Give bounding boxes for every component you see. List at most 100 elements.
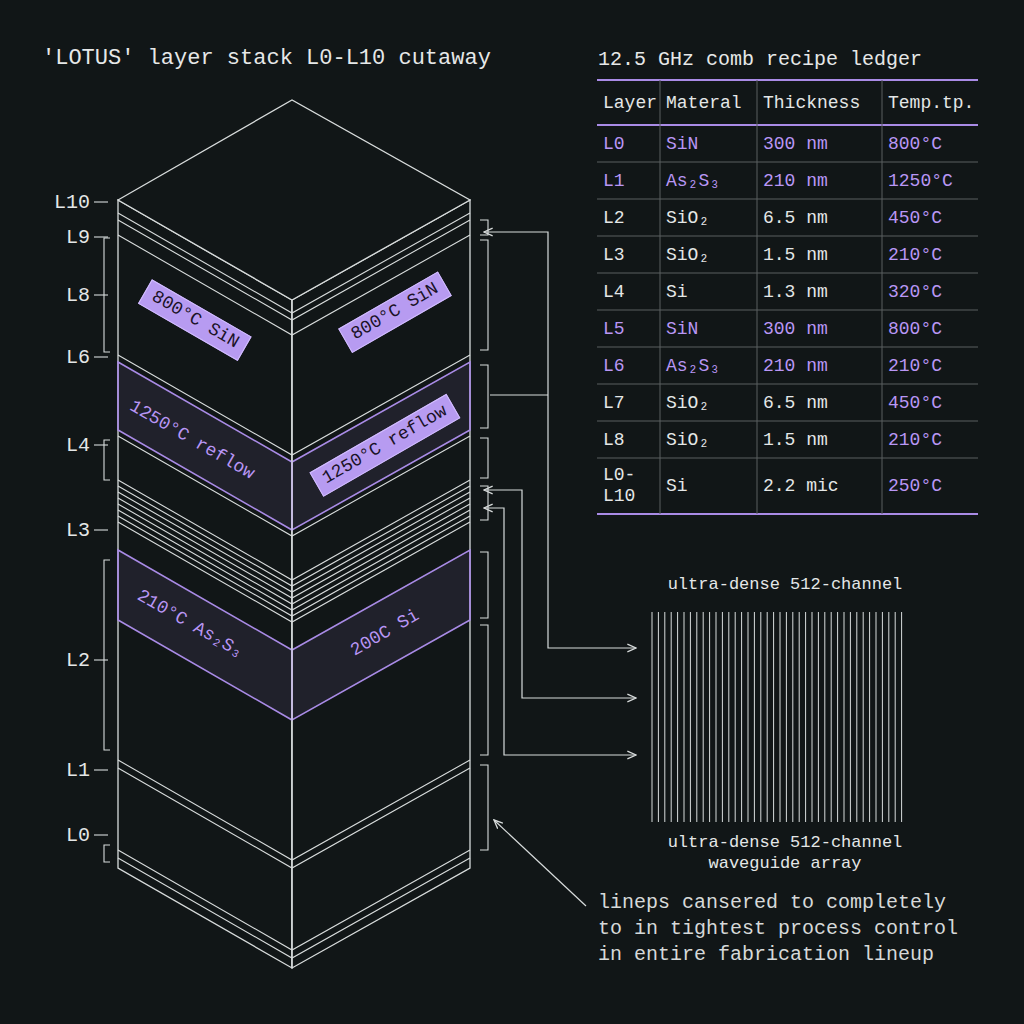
- layer-boundary: [118, 768, 470, 868]
- bracket: [104, 560, 110, 750]
- waveguide-stroke: [716, 612, 717, 822]
- table-rule: [597, 513, 978, 515]
- leader-line: [484, 508, 636, 755]
- layer-label: L1: [66, 759, 90, 782]
- bracket: [480, 220, 488, 235]
- waveguide-stroke: [882, 612, 883, 822]
- waveguide-stroke: [831, 612, 832, 822]
- table-cell: 1.5 nm: [763, 244, 878, 265]
- waveguide-stroke: [818, 612, 819, 822]
- hot-band: [118, 362, 292, 530]
- layer-boundary: [118, 492, 470, 592]
- table-rule: [597, 162, 978, 163]
- layer-label: L0: [66, 824, 90, 847]
- waveguide-stroke: [824, 612, 825, 822]
- table-cell: As₂S₃: [666, 170, 753, 191]
- table-cell: L2: [603, 207, 656, 228]
- waveguide-stroke: [677, 612, 678, 822]
- note-text: lineps cansered to completely to in tigh…: [598, 890, 970, 968]
- layer-tick: [94, 294, 108, 295]
- waveguide-stroke: [844, 612, 845, 822]
- table-rule: [597, 310, 978, 311]
- waveguide-stroke: [792, 612, 793, 822]
- table-cell: L4: [603, 281, 656, 302]
- layer-label: L8: [66, 284, 90, 307]
- waveguide-stroke: [722, 612, 723, 822]
- layer-label: L9: [66, 226, 90, 249]
- hot-band: [118, 550, 292, 720]
- waveguide-stroke: [812, 612, 813, 822]
- waveguide-stroke: [856, 612, 857, 822]
- bracket: [104, 845, 110, 862]
- table-cell: 800°C: [888, 133, 974, 154]
- table-cell: 320°C: [888, 281, 974, 302]
- bracket: [480, 240, 488, 350]
- table-rule: [660, 80, 661, 514]
- waveguide-stroke: [850, 612, 851, 822]
- layer-tick: [94, 834, 108, 835]
- waveguide-stroke: [863, 612, 864, 822]
- stack-edge: [291, 300, 292, 968]
- table-cell: 300 nm: [763, 133, 878, 154]
- waveguide-stroke: [901, 612, 902, 822]
- table-cell: SiO₂: [666, 207, 753, 228]
- table-cell: 450°C: [888, 392, 974, 413]
- bracket: [480, 486, 488, 520]
- layer-tick: [94, 444, 108, 445]
- table-cell: Si: [666, 476, 753, 497]
- layer-tick: [94, 356, 108, 357]
- layer-boundary: [118, 850, 470, 950]
- layer-label: L2: [66, 649, 90, 672]
- waveguide-stroke: [773, 612, 774, 822]
- waveguide-stroke: [728, 612, 729, 822]
- waveguide-stroke: [690, 612, 691, 822]
- table-header: Thickness: [763, 92, 878, 113]
- table-cell: SiO₂: [666, 392, 753, 413]
- waveguide-stroke: [876, 612, 877, 822]
- waveguide-stroke: [760, 612, 761, 822]
- table-cell: 1.5 nm: [763, 429, 878, 450]
- leader-line: [494, 820, 586, 906]
- table-rule: [597, 79, 978, 81]
- table-rule: [597, 421, 978, 422]
- layer-label: L3: [66, 519, 90, 542]
- layer-tick: [94, 529, 108, 530]
- layer-boundary: [118, 486, 470, 586]
- waveguide-stroke: [780, 612, 781, 822]
- layer-label: L6: [66, 346, 90, 369]
- layer-boundary: [118, 436, 470, 536]
- table-cell: L0-L10: [603, 465, 656, 506]
- layer-tick: [94, 769, 108, 770]
- waveguide-stroke: [888, 612, 889, 822]
- table-rule: [597, 124, 978, 126]
- waveguide-stroke: [754, 612, 755, 822]
- table-cell: L6: [603, 355, 656, 376]
- waveguide-stroke: [696, 612, 697, 822]
- waveguide-stroke: [895, 612, 896, 822]
- table-cell: L5: [603, 318, 656, 339]
- table-header: Temp.tp.: [888, 92, 974, 113]
- table-cell: Si: [666, 281, 753, 302]
- waveguide-stroke: [709, 612, 710, 822]
- layer-boundary: [118, 760, 470, 860]
- table-title: 12.5 GHz comb recipe ledger: [598, 48, 922, 71]
- table-cell: 2.2 mic: [763, 476, 878, 497]
- table-cell: SiN: [666, 133, 753, 154]
- table-rule: [597, 199, 978, 200]
- leader-line: [490, 394, 548, 395]
- waveguide-stroke: [684, 612, 685, 822]
- waveguide-stroke: [703, 612, 704, 822]
- waveguide-stroke: [799, 612, 800, 822]
- table-cell: 210 nm: [763, 170, 878, 191]
- array-caption: ultra-dense 512-channel: [664, 574, 907, 595]
- table-cell: 210°C: [888, 355, 974, 376]
- layer-tick: [94, 201, 108, 202]
- bracket: [480, 365, 488, 428]
- layer-tick: [94, 659, 108, 660]
- stack-top-face: [118, 100, 470, 300]
- table-cell: L1: [603, 170, 656, 191]
- table-cell: L7: [603, 392, 656, 413]
- table-rule: [597, 236, 978, 237]
- waveguide-stroke: [658, 612, 659, 822]
- layer-boundary: [118, 498, 470, 598]
